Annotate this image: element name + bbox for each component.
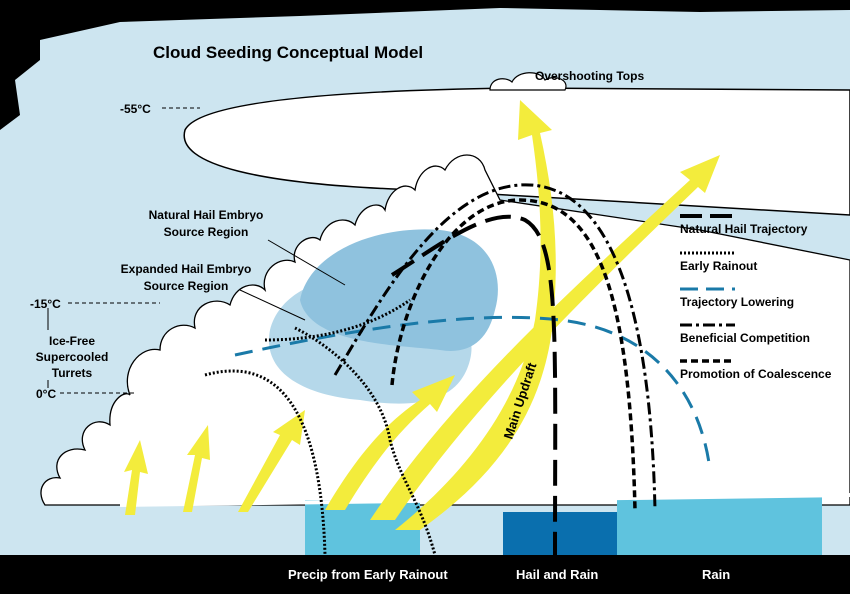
leader-natural xyxy=(267,239,346,286)
small-updraft-arrow xyxy=(183,425,210,512)
legend-label: Promotion of Coalescence xyxy=(680,367,832,381)
turrets-label-3: Turrets xyxy=(52,366,93,380)
turrets-label-2: Supercooled xyxy=(36,350,109,364)
legend: Natural Hail Trajectory Early Rainout Tr… xyxy=(680,214,832,381)
trajectories xyxy=(204,183,712,556)
natural-hail-trajectory-line xyxy=(390,214,558,556)
ground-label-hail-rain: Hail and Rain xyxy=(516,567,598,582)
expanded-region-label-1: Expanded Hail Embryo xyxy=(121,262,252,276)
early-rainout-line xyxy=(204,298,437,556)
cloud-base xyxy=(119,493,850,507)
temperature-markers xyxy=(60,107,200,394)
small-updraft-arrow xyxy=(238,410,305,512)
diagram-title: Cloud Seeding Conceptual Model xyxy=(153,43,423,62)
overshooting-top xyxy=(489,72,567,91)
temp-minus55-label: -55°C xyxy=(120,102,151,116)
updraft-arrows xyxy=(124,100,720,530)
legend-label: Trajectory Lowering xyxy=(680,295,794,309)
temp-minus15-label: -15°C xyxy=(30,297,61,311)
rain-hail-and-rain xyxy=(503,512,618,555)
updraft-arrow xyxy=(325,375,455,510)
natural-region-label-1: Natural Hail Embryo xyxy=(149,208,264,222)
natural-region-label-2: Source Region xyxy=(164,225,249,239)
leader-expanded xyxy=(239,289,306,321)
legend-label: Early Rainout xyxy=(680,259,757,273)
main-updraft-arrow xyxy=(395,100,556,530)
ground-label-rain: Rain xyxy=(702,567,730,582)
overshooting-tops-label: Overshooting Tops xyxy=(535,69,644,83)
expanded-region-label-2: Source Region xyxy=(144,279,229,293)
promotion-coalescence-line xyxy=(390,198,637,511)
rain-rain xyxy=(617,497,822,555)
ground-label-early-rainout: Precip from Early Rainout xyxy=(288,567,448,582)
beneficial-competition-line xyxy=(333,183,657,511)
natural-hail-embryo-region xyxy=(300,229,498,351)
turrets-label-1: Ice-Free xyxy=(49,334,95,348)
small-updraft-arrow xyxy=(124,440,148,515)
anvil-cloud xyxy=(183,87,850,216)
legend-label: Natural Hail Trajectory xyxy=(680,222,808,236)
legend-label: Beneficial Competition xyxy=(680,331,810,345)
temp-0-label: 0°C xyxy=(36,387,56,401)
